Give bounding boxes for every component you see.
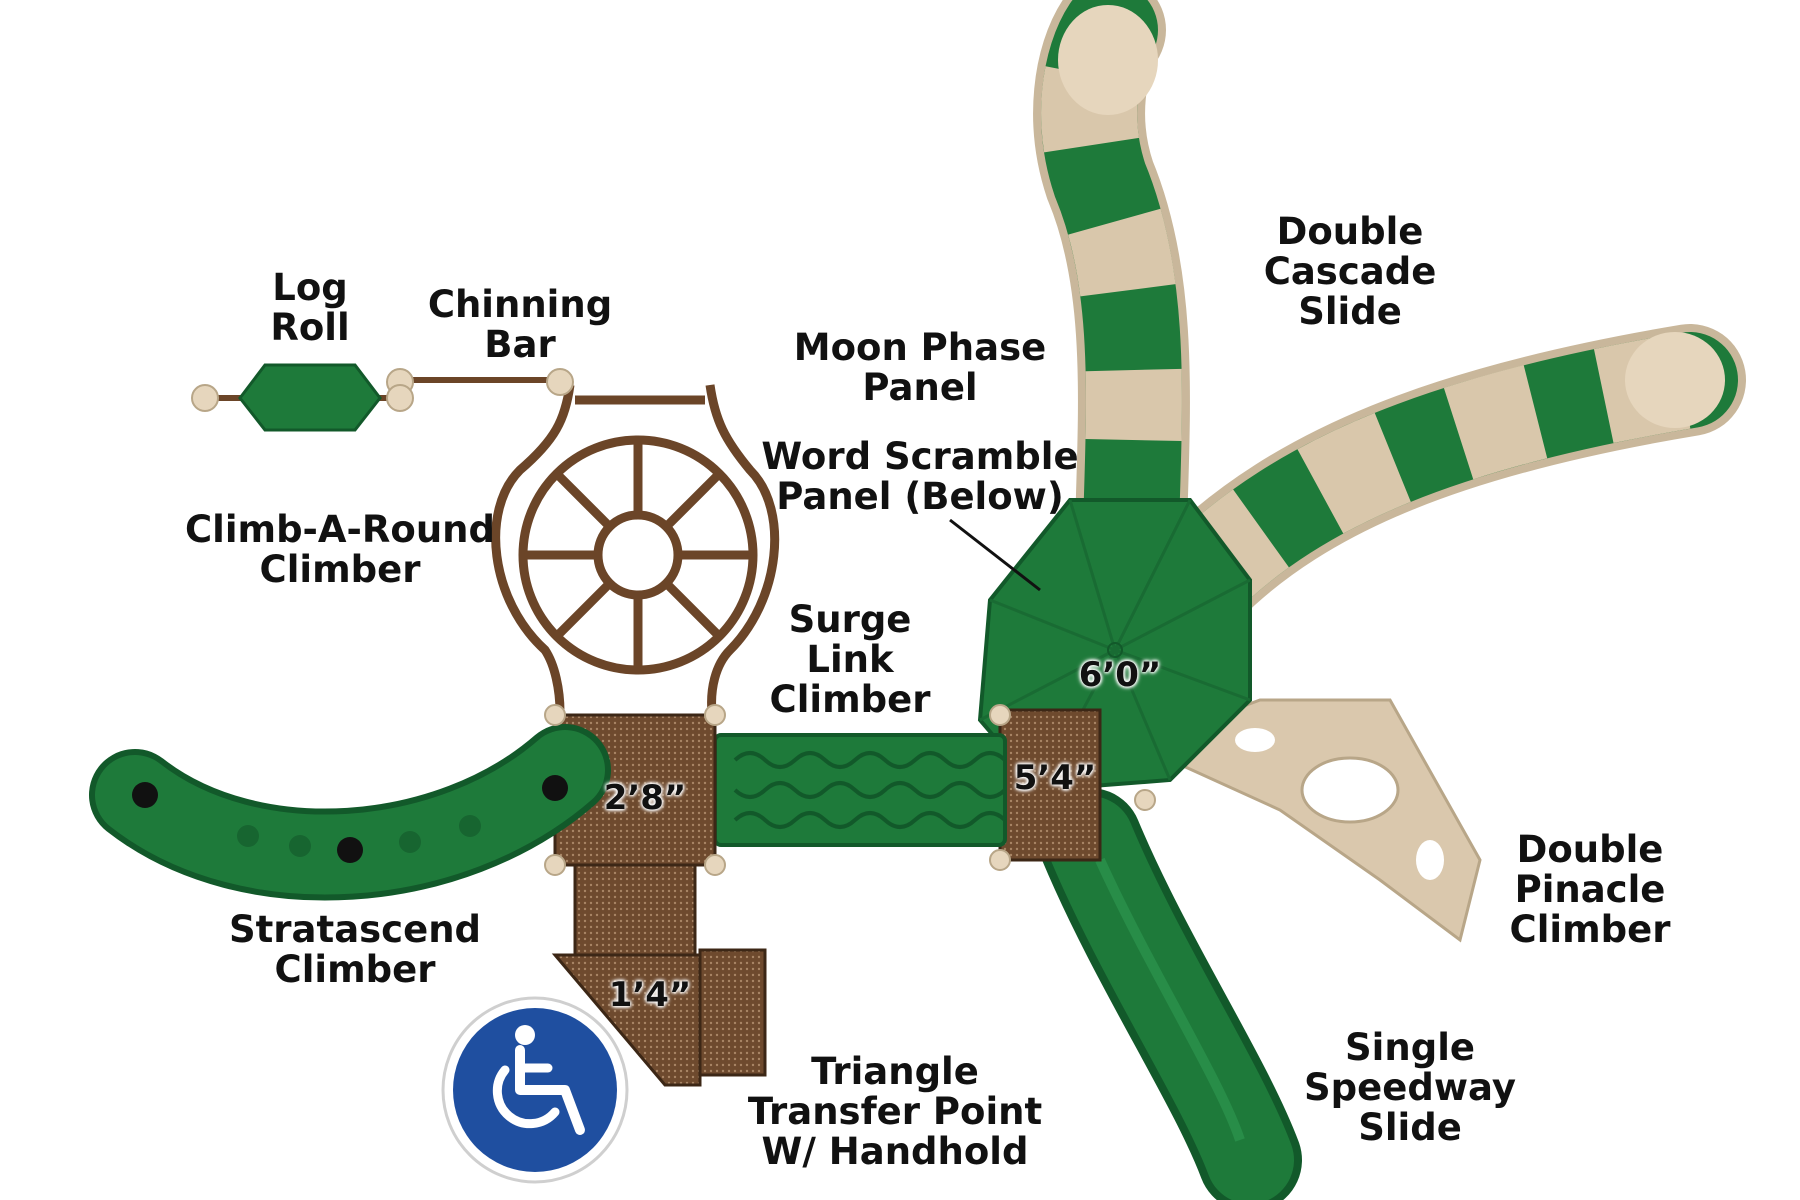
transfer-steps bbox=[575, 865, 695, 955]
climb-a-round-climber bbox=[496, 385, 775, 712]
deck-height-transfer: 1’4” bbox=[590, 975, 710, 1015]
chinning-bar bbox=[387, 369, 573, 395]
wheelchair-accessibility-icon bbox=[443, 998, 627, 1182]
log-roll bbox=[192, 365, 413, 430]
deck-height-left: 2’8” bbox=[585, 778, 705, 818]
single-speedway-slide bbox=[1090, 840, 1250, 1160]
stratascend-climber bbox=[132, 770, 568, 863]
double-cascade-slide-right bbox=[1200, 332, 1725, 580]
deck-height-roof: 6’0” bbox=[1060, 655, 1180, 695]
surge-link-climber-bridge bbox=[715, 735, 1005, 845]
deck-height-right: 5’4” bbox=[995, 758, 1115, 798]
